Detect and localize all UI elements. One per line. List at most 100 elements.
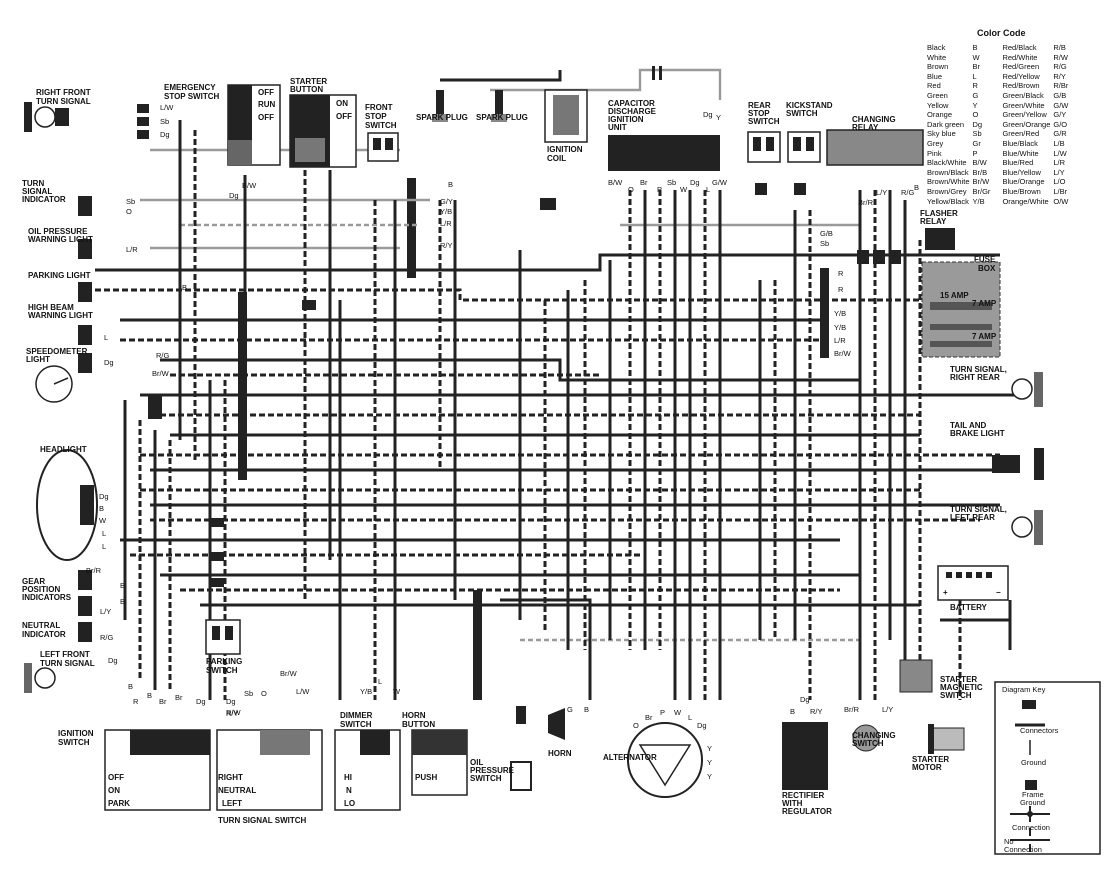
wire-sp-brw: Br/W xyxy=(152,369,170,378)
label-headlight: HEADLIGHT xyxy=(40,445,87,454)
turn-state-left: LEFT xyxy=(222,799,242,808)
color-code-left-abbr: Sb xyxy=(972,129,982,139)
wire-fuse-brw: Br/W xyxy=(834,349,852,358)
color-code-left-abbr: B xyxy=(972,43,978,52)
wire-relay-rg: R/G xyxy=(901,188,915,197)
label-turn-indicator-1: TURN xyxy=(22,179,44,188)
color-code-left-name: Pink xyxy=(927,148,942,158)
color-code-left-abbr: P xyxy=(972,148,978,158)
label-rectifier-2: WITH xyxy=(782,799,803,808)
color-code-left-name: Brown/Black xyxy=(927,167,969,177)
label-speedometer-1: SPEEDOMETER xyxy=(26,347,88,356)
color-code-left-abbr: Br/B xyxy=(972,167,988,177)
color-code-left-name: Green xyxy=(927,90,948,100)
wire-cdi-sb: Sb xyxy=(667,178,676,187)
label-turn-right-rear-1: TURN SIGNAL, xyxy=(950,365,1007,374)
wire-ts-sb: Sb xyxy=(244,689,253,698)
starter-state-off: OFF xyxy=(336,112,352,121)
turn-state-right: RIGHT xyxy=(218,773,243,782)
label-oil-warning-1: OIL PRESSURE xyxy=(28,227,88,236)
label-oil-pressure-sw-1: OIL xyxy=(470,758,483,767)
label-starter-button-1: STARTER xyxy=(290,77,327,86)
label-cdi-2: DISCHARGE xyxy=(608,107,657,116)
wire-yb: Y/B xyxy=(440,207,452,216)
label-gear-position-2: POSITION xyxy=(22,585,60,594)
label-left-front-turn-2: TURN SIGNAL xyxy=(40,659,95,668)
color-code-left-abbr: Br/W xyxy=(972,177,990,187)
label-parking-switch-2: SWITCH xyxy=(206,666,238,675)
wire-fuse-r2: R xyxy=(838,285,844,294)
key-frame-ground-2: Ground xyxy=(1020,798,1045,807)
wire-oil-lr: L/R xyxy=(126,245,138,254)
wire-head-b: B xyxy=(99,504,104,513)
wire-relay-b: B xyxy=(914,183,919,192)
color-code-left-abbr: Y/B xyxy=(972,196,985,206)
wire-horn-b: B xyxy=(584,705,589,714)
label-emergency-stop-2: STOP SWITCH xyxy=(164,92,219,101)
color-code-right-name: Blue/Yellow xyxy=(1002,167,1041,177)
wire-rf-dg: Dg xyxy=(160,130,170,139)
dimmer-state-hi: HI xyxy=(344,773,352,782)
wire-fuse-yb2: Y/B xyxy=(834,323,846,332)
label-flasher-1: FLASHER xyxy=(920,209,958,218)
wire-rf-sb: Sb xyxy=(160,117,169,126)
label-turn-signal-switch: TURN SIGNAL SWITCH xyxy=(218,816,307,825)
wire-hb-l: L xyxy=(104,333,108,342)
wire-ind-o: O xyxy=(126,207,132,216)
wire-sp-rg: R/G xyxy=(156,351,170,360)
label-rectifier-1: RECTIFIER xyxy=(782,791,824,800)
label-starter-button-2: BUTTON xyxy=(290,85,323,94)
label-ignition-switch-2: SWITCH xyxy=(58,738,90,747)
dimmer-state-lo: LO xyxy=(344,799,355,808)
wire-bw1: B/W xyxy=(242,181,257,190)
color-code-left-abbr: Dg xyxy=(972,119,983,129)
label-fuse-15: 15 AMP xyxy=(940,291,969,300)
emergency-state-run: RUN xyxy=(258,100,276,109)
key-connectors: Connectors xyxy=(1020,726,1059,735)
label-rear-stop-3: SWITCH xyxy=(748,117,780,126)
color-code-left-abbr: Y xyxy=(972,100,978,110)
label-starter-motor-2: MOTOR xyxy=(912,763,942,772)
wire-cdi-p: P xyxy=(657,185,662,194)
color-code-right-abbr: L/R xyxy=(1053,158,1066,168)
label-front-stop-2: STOP xyxy=(365,112,387,121)
label-gear-position-1: GEAR xyxy=(22,577,45,586)
label-oil-pressure-sw-3: SWITCH xyxy=(470,774,502,783)
color-code-right-abbr: G/O xyxy=(1053,119,1068,129)
wire-alt-y1: Y xyxy=(707,744,712,753)
wire-gear-b2: B xyxy=(120,597,125,606)
wire-ry: R/Y xyxy=(440,241,453,250)
color-code-left-abbr: R xyxy=(972,81,978,91)
color-code-right-abbr: G/B xyxy=(1053,90,1067,100)
wire-horn-g: G xyxy=(567,705,573,714)
color-code-right-name: Blue/White xyxy=(1002,148,1039,158)
color-code-right-name: Red/Black xyxy=(1002,43,1037,52)
wire-cdi-br: Br xyxy=(640,178,648,187)
wire-dim-l: L xyxy=(378,677,382,686)
wire-chg-ly: L/Y xyxy=(882,705,893,714)
wire-park-brw: Br/W xyxy=(280,669,298,678)
turn-state-neutral: NEUTRAL xyxy=(218,786,256,795)
label-battery: BATTERY xyxy=(950,603,988,612)
wire-relay-brr: Br/R xyxy=(858,198,874,207)
wire-ign-r: R xyxy=(133,697,139,706)
key-connection: Connection xyxy=(1012,823,1050,832)
color-code-left-abbr: O xyxy=(972,110,979,120)
label-turn-indicator-3: INDICATOR xyxy=(22,195,66,204)
color-code-right-name: Green/White xyxy=(1002,100,1045,110)
color-code-right-abbr: G/R xyxy=(1053,129,1067,139)
battery-plus: + xyxy=(943,588,948,597)
wire-lf-b: B xyxy=(128,682,133,691)
wire-fuse-lr: L/R xyxy=(834,336,846,345)
label-dimmer-1: DIMMER xyxy=(340,711,373,720)
wire-ts-o: O xyxy=(261,689,267,698)
color-code-left-name: Orange xyxy=(927,110,953,120)
color-code-right-abbr: R/W xyxy=(1053,52,1068,62)
label-emergency-stop-1: EMERGENCY xyxy=(164,83,216,92)
